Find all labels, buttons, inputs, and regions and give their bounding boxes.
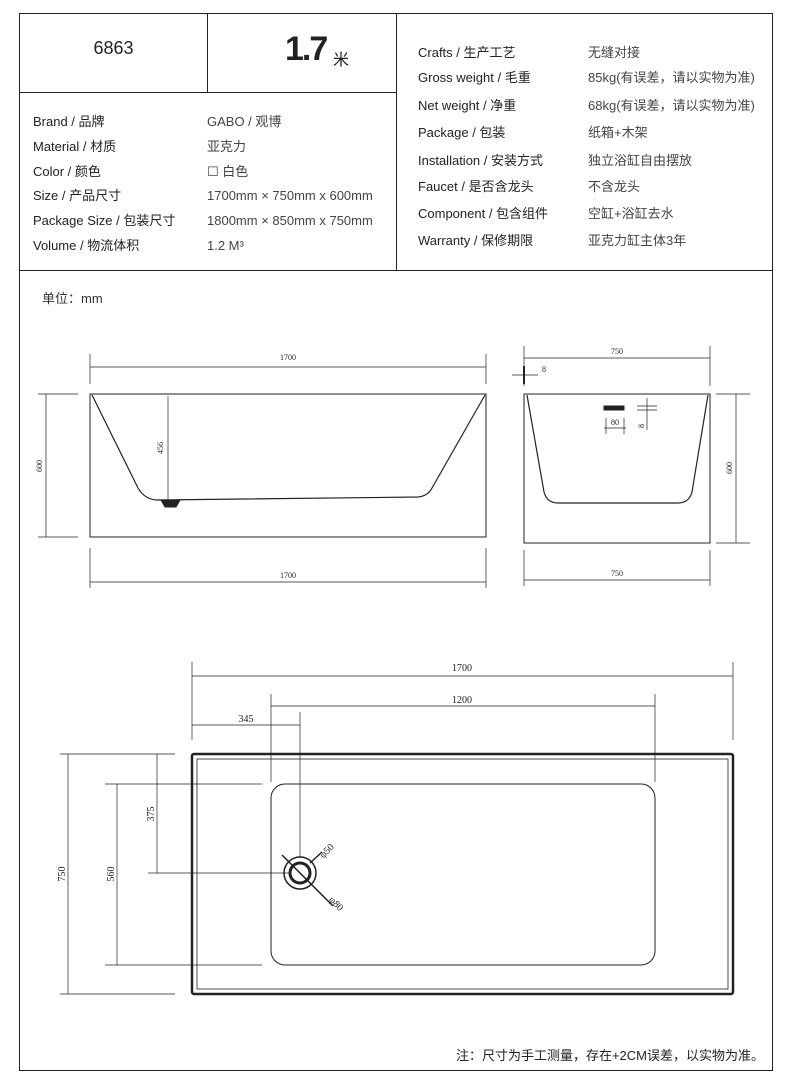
column-divider [396, 13, 397, 271]
spec-value-gross-weight: 85kg(有误差，请以实物为准) [588, 70, 755, 85]
front-view-basin-profile [91, 394, 486, 501]
top-view-outer-rim [190, 752, 735, 996]
spec-value-package: 纸箱+木架 [588, 125, 648, 140]
spec-label-component: Component / 包含组件 [418, 206, 549, 221]
front-view-outline [89, 393, 487, 538]
front-height-label: 600 [35, 460, 44, 472]
front-bottom-width-label: 1700 [280, 571, 296, 580]
spec-label-package: Package / 包装 [418, 125, 506, 140]
top-drain-inner [288, 861, 312, 885]
spec-label-material: Material / 材质 [33, 139, 117, 154]
side-rim-label: 8 [542, 365, 546, 374]
spec-value-warranty: 亚克力缸主体3年 [588, 233, 687, 248]
unit-note: 单位：mm [42, 291, 103, 306]
top-drain-offset-label: 345 [239, 714, 254, 725]
side-bottom-width-label: 750 [611, 569, 623, 578]
top-total-width-label: 750 [57, 867, 68, 882]
length-unit: 米 [333, 52, 350, 69]
top-inner-length-label: 1200 [452, 695, 472, 706]
side-top-width-label: 750 [611, 347, 623, 356]
side-view-basin-profile [526, 394, 709, 504]
spec-value-component: 空缸+浴缸去水 [588, 206, 674, 221]
model-divider [207, 13, 208, 93]
side-overflow-width-label: 80 [611, 418, 619, 427]
side-height-label: 600 [725, 462, 734, 474]
spec-value-package-size: 1800mm × 850mm x 750mm [207, 213, 373, 228]
side-view-outline [523, 393, 711, 544]
top-drain-from-top-label: 375 [146, 807, 157, 822]
spec-label-brand: Brand / 品牌 [33, 114, 105, 129]
model-number: 6863 [93, 38, 134, 58]
footnote: 注：尺寸为手工测量，存在+2CM误差，以实物为准。 [455, 1048, 764, 1063]
spec-value-net-weight: 68kg(有误差，请以实物为准) [588, 98, 755, 113]
spec-label-crafts: Crafts / 生产工艺 [418, 45, 516, 60]
top-view [60, 662, 735, 996]
side-overflow-slot [603, 405, 625, 411]
top-view-inner-basin [270, 783, 656, 966]
spec-label-color: Color / 颜色 [33, 164, 101, 179]
spec-label-package-size: Package Size / 包装尺寸 [33, 213, 176, 228]
spec-label-faucet: Faucet / 是否含龙头 [418, 179, 534, 194]
spec-value-brand: GABO / 观博 [207, 114, 282, 129]
side-overflow-height-label: 8 [637, 424, 646, 428]
front-view-drain [160, 499, 181, 508]
spec-value-installation: 独立浴缸自由摆放 [588, 153, 693, 168]
spec-value-volume: 1.2 M³ [207, 238, 244, 253]
top-drain-inner-dia-label: φ50 [318, 842, 337, 861]
spec-value-faucet: 不含龙头 [588, 179, 641, 194]
spec-value-crafts: 无缝对接 [588, 45, 641, 60]
front-inner-depth-label: 456 [156, 442, 165, 454]
spec-value-material: 亚克力 [207, 139, 247, 154]
spec-label-warranty: Warranty / 保修期限 [418, 233, 534, 248]
front-top-width-label: 1700 [280, 353, 296, 362]
top-drain-outer-dia-label: φ80 [326, 895, 345, 914]
spec-label-volume: Volume / 物流体积 [33, 238, 140, 253]
spec-value-color: ☐ 白色 [207, 164, 249, 179]
spec-label-size: Size / 产品尺寸 [33, 188, 122, 203]
spec-label-installation: Installation / 安装方式 [418, 153, 543, 168]
top-inner-width-label: 560 [106, 867, 117, 882]
spec-value-size: 1700mm × 750mm x 600mm [207, 188, 373, 203]
spec-label-net-weight: Net weight / 净重 [418, 98, 517, 113]
top-total-length-label: 1700 [452, 663, 472, 674]
length-value: 1.7 [285, 30, 328, 68]
top-drain-outer [283, 856, 317, 890]
spec-label-gross-weight: Gross weight / 毛重 [418, 70, 531, 85]
side-view [512, 346, 750, 586]
front-view [38, 354, 487, 588]
header-divider [19, 92, 397, 93]
